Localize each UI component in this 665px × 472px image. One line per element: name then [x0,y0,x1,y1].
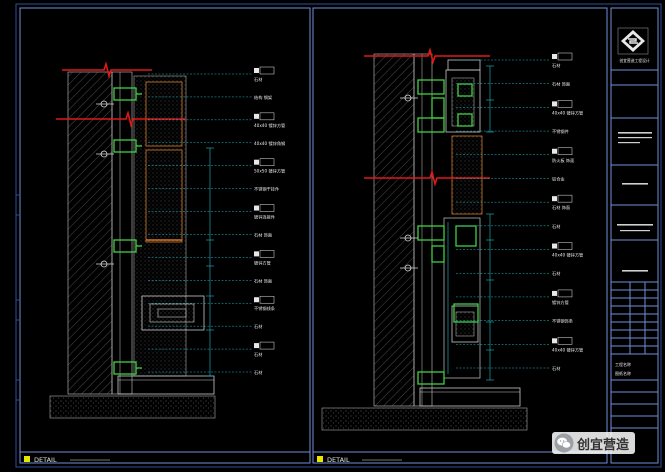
callout-tag-marker [254,68,259,73]
callout-tag-marker [254,297,259,303]
plinth [117,375,215,395]
callout-tag-marker [552,54,557,59]
stone-cladding [133,75,187,377]
callout-tag-box [259,295,275,304]
plinth-right [419,387,521,407]
anchor-bolts-right [400,94,418,272]
base-cabinet [141,295,205,331]
callout-label: 40x40 镀锌角钢 [254,140,285,147]
company-name: 创宜营造工程设计 [619,58,650,63]
callout-label: 40x40 镀锌方管 [552,346,583,353]
callout-tag-marker [254,113,259,119]
callout-tag-box [259,112,275,121]
veneer-panel-upper [145,81,183,147]
callout-label: 铝合金 [552,175,565,182]
detail-label-right: DETAIL [317,456,402,464]
callout-label: 40x40 镀锌方管 [552,109,583,116]
steel-connectors-right [417,79,479,385]
callout-label: 不锈钢饰条 [552,318,574,325]
ground-slab [49,395,216,419]
dimension-line-right [486,65,494,381]
callout-label: 石材 [254,369,262,376]
detail-label-right-text: DETAIL [327,456,350,464]
callout-tag-marker [254,251,259,257]
callout-tag-box [557,289,573,298]
callout-tag-box [557,100,573,108]
watermark-text: 创宜营造 [577,437,630,453]
callout-label: 镀锌方管 [552,299,569,306]
callout-tag-marker [254,159,259,165]
callout-tag-box [259,204,275,212]
callout-label: 40x40 镀锌方管 [552,252,583,259]
stone-panel-right [443,217,481,379]
callout-tag-box [259,158,275,166]
detail-label-left-text: DETAIL [34,456,57,464]
anchor-bolts [96,100,114,268]
callout-tag-marker [552,101,557,107]
callout-label: 50x50 镀锌方管 [254,168,285,175]
callout-tag-box [557,147,573,156]
callout-label: 石材 饰面 [254,231,272,238]
callout-label: 镀锌连接件 [254,214,275,221]
callout-label: 石材 [254,351,262,358]
ground-slab-right [321,407,528,431]
veneer-panel-right [451,135,483,215]
break-line-marks-right [364,47,490,187]
steel-connectors [113,87,142,375]
callout-label: 石材 [552,270,560,277]
veneer-panel-lower [145,149,183,243]
callout-label: 石材 饰面 [552,204,570,211]
title-block-row-1: 工程名称 [615,361,631,367]
callout-label: 石材 [254,76,262,83]
callout-label: 石材 [552,223,560,230]
callout-label: 石材 [552,365,560,372]
callout-label: 石材 饰面 [254,277,272,284]
callout-tag-marker [552,290,557,296]
callout-label: 不锈钢线条 [254,305,276,312]
callout-tag-marker [552,196,557,202]
title-block-row-2: 图纸名称 [615,370,631,376]
callout-label: 镀锌方管 [254,259,271,266]
callout-tag-box [557,242,573,250]
drawing-frame [15,3,662,468]
watermark: 创宜营造 [552,432,636,454]
break-line-marks [56,61,186,128]
callout-label: 石材 饰面 [552,81,570,88]
callout-tag-box [259,341,275,350]
callout-tag-marker [254,205,259,211]
callout-label: 石材 [254,323,262,330]
dimension-line-left [206,147,214,377]
detail-label-left: DETAIL [24,456,110,464]
callout-label: 结构 钢架 [254,94,272,101]
wechat-icon [554,433,574,453]
callout-tag-box [557,194,573,203]
callout-label: 不锈钢干挂件 [254,186,279,193]
callout-tag-marker [552,243,557,249]
callout-label: 石材 [552,62,560,69]
concrete-wall-right [373,53,415,407]
company-logo-icon [617,27,649,55]
callout-tag-marker [552,338,557,344]
callout-label: 不锈钢件 [552,128,569,135]
title-block-grid [611,282,658,355]
callout-tag-box [259,66,275,75]
callout-label: 防火板 饰面 [552,157,574,164]
callout-label: 40x40 镀锌方管 [254,122,285,129]
callout-tag-box [259,250,275,258]
callout-tag-marker [552,148,557,154]
concrete-wall [67,71,113,395]
callout-tag-marker [254,343,259,349]
callout-tag-box [557,52,573,61]
callout-tag-box [557,337,573,345]
title-block: 创宜营造工程设计 工程名称 图纸名称 [611,27,658,429]
